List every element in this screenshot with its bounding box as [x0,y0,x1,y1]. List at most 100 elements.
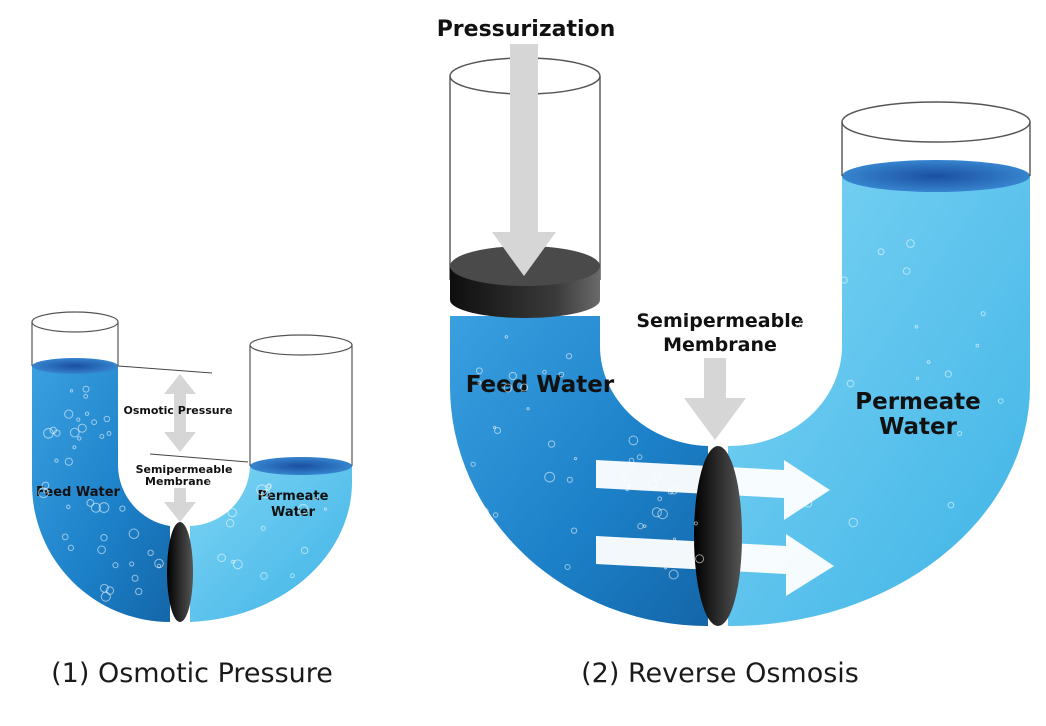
bubble [693,521,698,526]
bubble [906,239,915,248]
bubble [112,562,119,569]
bubble [877,248,885,256]
bubble [825,213,832,220]
bubble [100,534,108,542]
diagram-reverse-osmosis: Pressurization Semipermeable Membrane Fe… [437,17,1031,689]
bubble [106,431,112,436]
label-membrane-line1: Semipermeable [636,310,803,332]
bubble [628,457,635,464]
label-permeate-line1: Permeate [258,489,329,504]
membrane-disc [694,446,742,626]
bubble [99,434,105,439]
bubble [846,379,855,388]
bubble [503,383,513,393]
bubble [628,435,639,446]
permeate-water-body [728,176,1030,627]
bubble [97,545,106,555]
label-permeate-line2: Water [879,414,958,440]
bubble [566,476,573,483]
label-feed-water: Feed Water [466,372,615,398]
bubbles [38,213,1004,602]
caption-reverse-osmosis: (2) Reverse Osmosis [581,658,859,689]
bubble [84,411,90,416]
bubble [57,572,65,579]
bubble [957,430,963,437]
bubble [494,426,502,435]
right-tube-rim [841,101,1031,143]
bubble [621,472,629,480]
bubble [470,461,476,467]
bubble [914,324,919,329]
label-membrane-line2: Membrane [145,475,211,488]
bubble [260,525,266,531]
permeate-level-line [149,453,249,463]
bubble [217,496,221,500]
bubble [477,380,482,385]
left-tube-rim [31,311,119,333]
bubble [997,398,1004,404]
bubble [83,393,89,399]
bubble [573,456,578,461]
bubble [542,369,547,375]
bubble [207,478,216,486]
bubble [558,371,565,378]
label-permeate-line1: Permeate [855,389,980,415]
bubble [38,487,49,499]
bubble [72,445,77,450]
bubble [654,559,659,564]
permeate-water-surface [250,457,352,475]
bubble [547,440,556,448]
bubble [504,335,509,339]
bubble [90,502,101,513]
bubble [570,527,578,534]
bubble [69,427,80,438]
bubble [475,367,483,375]
bubble [200,512,207,519]
label-permeate-line2: Water [271,505,316,520]
osmotic-pressure-arrow [164,374,196,452]
bubble [323,507,328,511]
label-membrane-line2: Membrane [663,334,777,356]
bubble [651,507,662,518]
bubble [947,501,955,509]
bubble [260,572,268,580]
bubble [290,573,295,579]
bubble [217,553,226,563]
bubble [103,415,111,423]
label-osmotic-pressure: Osmotic Pressure [123,404,232,417]
bubble [902,267,911,275]
bubble [77,436,82,441]
bubble [944,370,952,378]
bubble [66,504,71,510]
bubble [232,559,243,570]
bubble [197,515,205,524]
bubble [330,577,341,587]
bubble [67,544,75,551]
bubble [314,496,318,501]
bubble [227,507,237,518]
bubble [637,522,644,530]
bubble [260,489,271,499]
bubble [520,383,529,392]
bubble [135,587,143,596]
bubble [492,425,497,430]
bubble [67,585,77,595]
bubble [804,499,813,508]
bubble [508,371,517,381]
bubble [840,276,848,284]
bubble [695,554,705,564]
bubble [564,563,571,571]
bubble [266,483,272,489]
bubble [512,549,520,558]
bubble [636,454,643,460]
bubble [300,546,309,555]
bubble [669,485,679,495]
bubble [657,508,668,520]
bubble [82,385,90,393]
bubble [479,507,489,518]
bubble [225,519,235,528]
feed-water-surface [32,358,118,374]
bubble [544,471,555,483]
bubble [49,426,57,435]
bubble [975,343,980,348]
